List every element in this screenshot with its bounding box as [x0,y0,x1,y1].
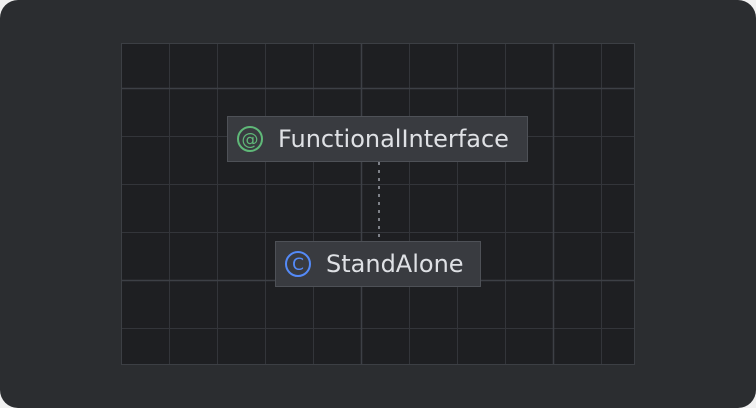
annotation-node-label: FunctionalInterface [278,125,509,153]
svg-text:C: C [292,255,304,275]
class-node[interactable]: C StandAlone [275,241,481,287]
grid-lines [122,44,634,364]
class-icon: C [285,251,311,277]
class-node-label: StandAlone [326,250,464,278]
annotation-icon: @ [237,126,263,152]
annotation-node[interactable]: @ FunctionalInterface [227,116,528,162]
svg-text:@: @ [242,130,259,150]
diagram-canvas[interactable]: @ FunctionalInterface C StandAlone [121,43,635,365]
dependency-edge [378,162,380,241]
